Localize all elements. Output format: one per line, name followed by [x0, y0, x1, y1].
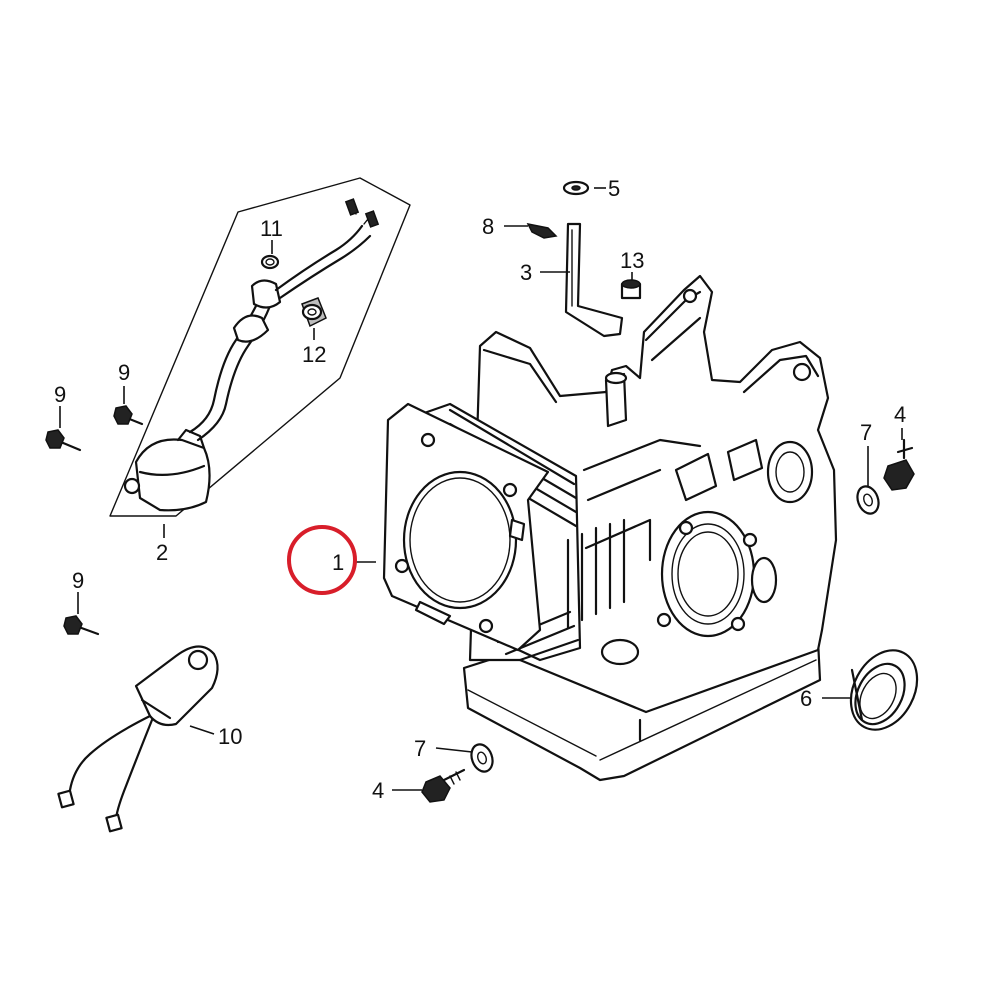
washer-7-right — [856, 485, 880, 515]
label-part-12: 12 — [302, 342, 326, 367]
ignition-coil-group-outline — [109, 177, 411, 517]
label-part-9-left: 9 — [54, 382, 66, 407]
ignition-module — [57, 645, 219, 833]
label-part-6: 6 — [800, 686, 812, 711]
label-part-4-right: 4 — [894, 402, 906, 427]
label-part-7-right: 7 — [860, 420, 872, 445]
highlight-circle — [287, 525, 357, 595]
part-labels: 1 2 3 4 4 5 6 7 7 8 9 9 9 10 11 12 13 — [54, 176, 906, 803]
label-part-4-bottom: 4 — [372, 778, 384, 803]
part-3-rod — [564, 222, 624, 338]
label-part-1: 1 — [332, 550, 344, 575]
part-6-oil-seal — [849, 649, 919, 731]
bolt-9-upper — [113, 405, 144, 426]
part-12-grommet — [301, 297, 327, 328]
label-part-9-upper: 9 — [118, 360, 130, 385]
label-part-2: 2 — [156, 540, 168, 565]
part-8-clip — [526, 222, 558, 239]
crankcase-block — [382, 274, 838, 782]
ignition-coil-group — [109, 177, 411, 517]
label-part-10: 10 — [218, 724, 242, 749]
label-part-3: 3 — [520, 260, 532, 285]
part-13-cap — [620, 279, 642, 300]
label-part-7-bottom: 7 — [414, 736, 426, 761]
bolt-9-left — [45, 429, 82, 452]
label-part-8: 8 — [482, 214, 494, 239]
part-5-washer — [562, 180, 590, 196]
washer-7-bottom — [470, 743, 494, 773]
label-part-5: 5 — [608, 176, 620, 201]
leader-lines — [59, 187, 903, 791]
label-part-13: 13 — [620, 248, 644, 273]
part-11-ring — [260, 254, 280, 270]
bolt-9-lower — [63, 615, 100, 636]
bolt-4-bottom — [421, 768, 466, 803]
label-part-11: 11 — [260, 216, 283, 241]
bolt-4-right — [883, 438, 915, 491]
ignition-coil — [123, 198, 380, 512]
label-part-9-lower: 9 — [72, 568, 84, 593]
